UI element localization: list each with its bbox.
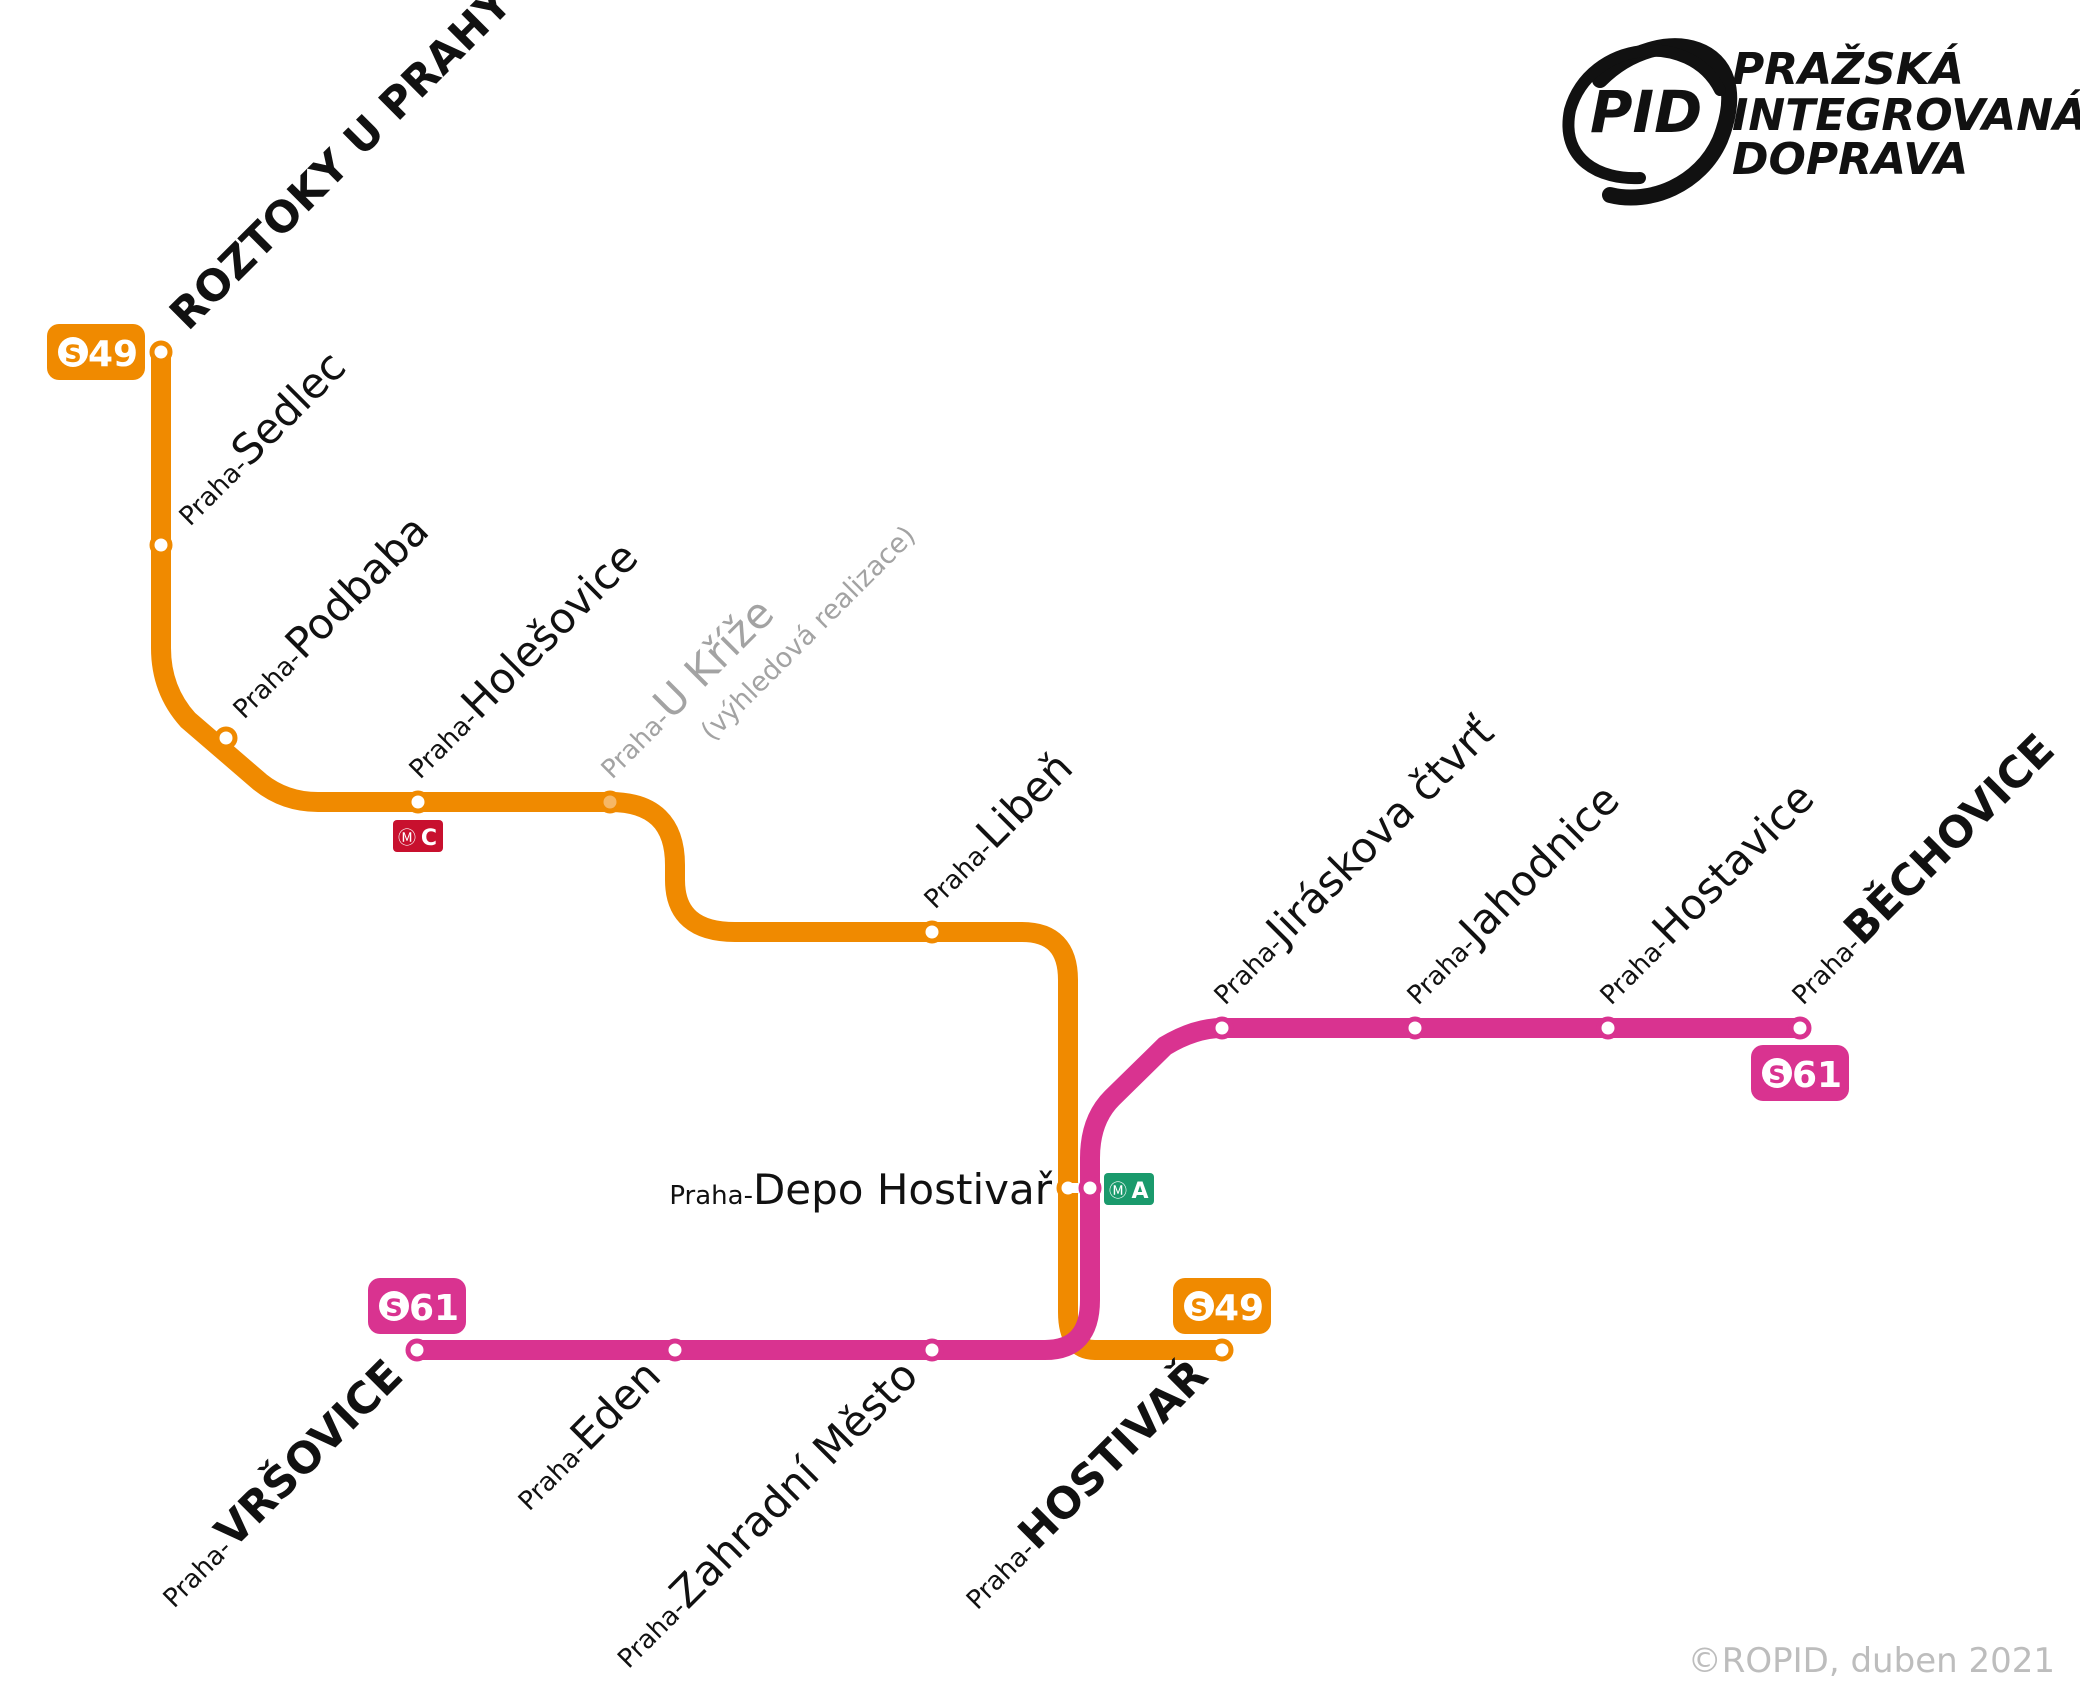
label-name: BĚCHOVICE <box>1834 724 2065 955</box>
badge-s61-number: 61 <box>1792 1055 1842 1096</box>
metro-a-bg <box>1104 1173 1154 1205</box>
label-podbaba: Praha-Podbaba <box>216 505 438 727</box>
label-name: Depo Hostivař <box>753 1165 1053 1214</box>
s-train-icon <box>1184 1291 1214 1321</box>
stop-hostivar <box>1210 1338 1234 1362</box>
stop-eden <box>663 1338 687 1362</box>
pid-logo-line2: INTEGROVANÁ <box>1732 88 2080 141</box>
metro-a-letter: A <box>1131 1179 1148 1204</box>
pid-logo: PID PRAŽSKÁ INTEGROVANÁ DOPRAVA <box>1562 38 2080 206</box>
label-prefix: Praha- <box>404 705 484 785</box>
stop-liben <box>920 920 944 944</box>
pid-logo-mark: PID <box>1590 78 1702 146</box>
label-vrsovice: Praha-VRŠOVICE <box>146 1350 413 1617</box>
stop-ukrize <box>598 790 622 814</box>
pid-logo-arc-inner <box>1562 44 1726 185</box>
stop-sedlec <box>149 533 173 557</box>
s-train-letter: S <box>1768 1061 1785 1089</box>
label-eden: Praha-Eden <box>502 1350 671 1519</box>
label-bechovice: Praha-BĚCHOVICE <box>1775 724 2065 1014</box>
stop-roztoky <box>149 340 173 364</box>
s-train-icon <box>1762 1058 1792 1088</box>
stop-vrsovice <box>405 1338 429 1362</box>
route-s61 <box>407 1018 1810 1360</box>
stop-holesovice <box>406 790 430 814</box>
label-name: Holešovice <box>452 532 648 728</box>
stop-zahradni <box>920 1338 944 1362</box>
badge-s61-bechovice: S 61 <box>1751 1045 1849 1101</box>
s-train-icon <box>58 337 88 367</box>
metro-c-letter: C <box>421 826 437 851</box>
label-prefix: Praha- <box>513 1436 593 1516</box>
label-name: Podbaba <box>276 505 439 668</box>
label-name: Jahodnice <box>1447 775 1628 956</box>
stop-podbaba <box>214 726 238 750</box>
label-prefix: Praha- <box>669 1181 753 1211</box>
label-sedlec: Praha-Sedlec <box>162 341 355 534</box>
label-prefix: Praha- <box>1209 931 1289 1011</box>
label-prefix: Praha- <box>158 1534 238 1614</box>
label-prefix: Praha- <box>1402 931 1482 1011</box>
label-roztoky: ROZTOKY U PRAHY <box>160 0 522 340</box>
label-name: Sedlec <box>222 341 355 474</box>
label-prefix: Praha- <box>961 1535 1041 1615</box>
label-name: Libeň <box>967 743 1082 858</box>
s-train-letter: S <box>64 340 81 368</box>
pid-logo-line1: PRAŽSKÁ <box>1732 42 1964 95</box>
metro-a-badge: Ⓜ A <box>1104 1173 1154 1205</box>
stop-depo-s61 <box>1078 1176 1102 1200</box>
label-depo: Praha-Depo Hostivař <box>669 1165 1052 1214</box>
label-prefix: Praha- <box>228 645 308 725</box>
badge-s49-number: 49 <box>1214 1288 1264 1329</box>
s-train-icon <box>379 1291 409 1321</box>
label-prefix: Praha- <box>919 835 999 915</box>
metro-icon: Ⓜ <box>1109 1181 1127 1202</box>
label-hostivar: Praha-HOSTIVAŘ <box>949 1350 1218 1619</box>
copyright: ©ROPID, duben 2021 <box>1688 1641 2055 1681</box>
pid-logo-line3: DOPRAVA <box>1732 134 1968 185</box>
label-holesovice: Praha-Holešovice <box>392 532 647 787</box>
badge-s49-hostivar: S 49 <box>1173 1278 1271 1334</box>
metro-c-bg <box>393 820 443 852</box>
stop-jahodnice <box>1403 1016 1427 1040</box>
label-name: VRŠOVICE <box>205 1350 413 1558</box>
badge-s49-number: 49 <box>88 334 138 375</box>
badge-s49-roztoky: S 49 <box>47 324 145 380</box>
s-train-letter: S <box>385 1294 402 1322</box>
label-prefix: Praha- <box>1787 931 1867 1011</box>
label-liben: Praha-Libeň <box>907 743 1082 918</box>
stop-jiraskova <box>1210 1016 1234 1040</box>
label-prefix: Praha- <box>612 1594 692 1674</box>
label-prefix: Praha- <box>174 452 254 532</box>
station-markers <box>149 340 1812 1362</box>
label-name: Zahradní Město <box>660 1350 927 1617</box>
metro-c-badge: Ⓜ C <box>393 820 443 852</box>
label-name: HOSTIVAŘ <box>1008 1350 1218 1560</box>
s-train-letter: S <box>1190 1294 1207 1322</box>
label-name: Hostavice <box>1643 773 1824 954</box>
stop-bechovice <box>1788 1016 1812 1040</box>
route-s49 <box>151 342 1232 1360</box>
label-prefix: Praha- <box>596 705 676 785</box>
badge-s61-vrsovice: S 61 <box>368 1278 466 1334</box>
badge-s61-number: 61 <box>409 1288 459 1329</box>
label-prefix: Praha- <box>1595 931 1675 1011</box>
metro-icon: Ⓜ <box>398 828 416 849</box>
stop-hostavice <box>1596 1016 1620 1040</box>
